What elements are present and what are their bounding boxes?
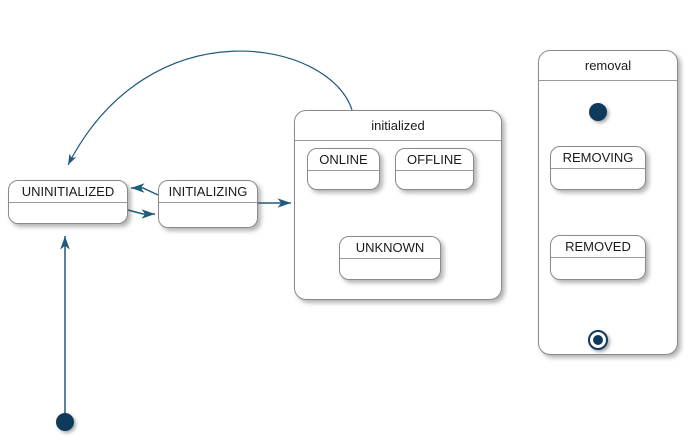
state-removing-label: REMOVING bbox=[551, 147, 645, 169]
state-removing[interactable]: REMOVING bbox=[550, 146, 646, 190]
state-unknown[interactable]: UNKNOWN bbox=[339, 236, 441, 280]
state-online-label: ONLINE bbox=[308, 149, 379, 171]
state-uninitialized-label: UNINITIALIZED bbox=[9, 181, 127, 203]
composite-state-initialized-label: initialized bbox=[295, 111, 501, 141]
final-state-removal bbox=[588, 330, 608, 350]
state-unknown-body bbox=[340, 259, 440, 278]
composite-state-removal[interactable]: removal REMOVING REMOVED bbox=[538, 50, 678, 355]
state-removed-body bbox=[551, 258, 645, 278]
state-offline-body bbox=[396, 171, 473, 188]
state-offline[interactable]: OFFLINE bbox=[395, 148, 474, 190]
composite-state-removal-label: removal bbox=[539, 51, 677, 81]
edge-initializing-to-uninitialized bbox=[131, 183, 159, 196]
state-uninitialized-body bbox=[9, 203, 127, 222]
state-removed[interactable]: REMOVED bbox=[550, 235, 646, 280]
composite-state-initialized[interactable]: initialized ONLINE OFFLINE UNKNOWN bbox=[294, 110, 502, 300]
initial-pseudostate-main bbox=[56, 413, 74, 431]
edge-uninitialized-to-initializing bbox=[127, 209, 155, 219]
initial-pseudostate-removal bbox=[589, 103, 607, 121]
composite-state-initialized-region: ONLINE OFFLINE UNKNOWN bbox=[295, 141, 501, 298]
state-offline-label: OFFLINE bbox=[396, 149, 473, 171]
state-initializing-body bbox=[159, 203, 257, 226]
state-removing-body bbox=[551, 169, 645, 188]
state-online-body bbox=[308, 171, 379, 188]
state-online[interactable]: ONLINE bbox=[307, 148, 380, 190]
state-initializing[interactable]: INITIALIZING bbox=[158, 180, 258, 228]
state-initializing-label: INITIALIZING bbox=[159, 181, 257, 203]
composite-state-removal-region: REMOVING REMOVED bbox=[539, 81, 677, 353]
state-unknown-label: UNKNOWN bbox=[340, 237, 440, 259]
state-uninitialized[interactable]: UNINITIALIZED bbox=[8, 180, 128, 224]
state-removed-label: REMOVED bbox=[551, 236, 645, 258]
